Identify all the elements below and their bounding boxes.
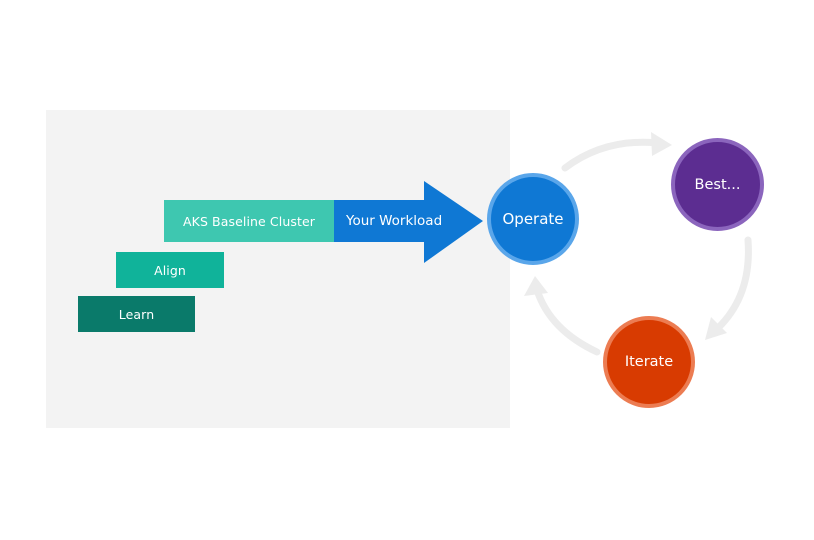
aks-baseline-cluster-step: AKS Baseline Cluster bbox=[164, 200, 334, 242]
operate-label: Operate bbox=[502, 210, 564, 228]
cycle-arrows bbox=[533, 138, 752, 356]
operate-circle: Operate bbox=[487, 173, 579, 265]
cycle-arrow-operate-to-best bbox=[561, 138, 661, 172]
cycle-arrow-iterate-to-operate bbox=[533, 286, 601, 356]
arrowhead-best-to-iterate bbox=[705, 317, 727, 340]
iterate-circle: Iterate bbox=[603, 316, 695, 408]
learn-label: Learn bbox=[118, 306, 155, 322]
learn-step: Learn bbox=[78, 296, 195, 332]
aks-baseline-cluster-label: AKS Baseline Cluster bbox=[183, 213, 315, 229]
arrowhead-operate-to-best bbox=[651, 132, 672, 156]
cycle-arrowheads bbox=[524, 132, 727, 340]
best-circle: Best... bbox=[671, 138, 764, 231]
best-label: Best... bbox=[694, 176, 741, 193]
your-workload-step: Your Workload bbox=[334, 200, 442, 242]
your-workload-label: Your Workload bbox=[346, 213, 443, 229]
iterate-label: Iterate bbox=[624, 354, 674, 370]
cycle-arrow-best-to-iterate bbox=[714, 236, 752, 332]
arrowhead-iterate-to-operate bbox=[524, 276, 548, 296]
workload-arrow bbox=[334, 181, 483, 263]
align-step: Align bbox=[116, 252, 224, 288]
align-label: Align bbox=[154, 262, 186, 278]
